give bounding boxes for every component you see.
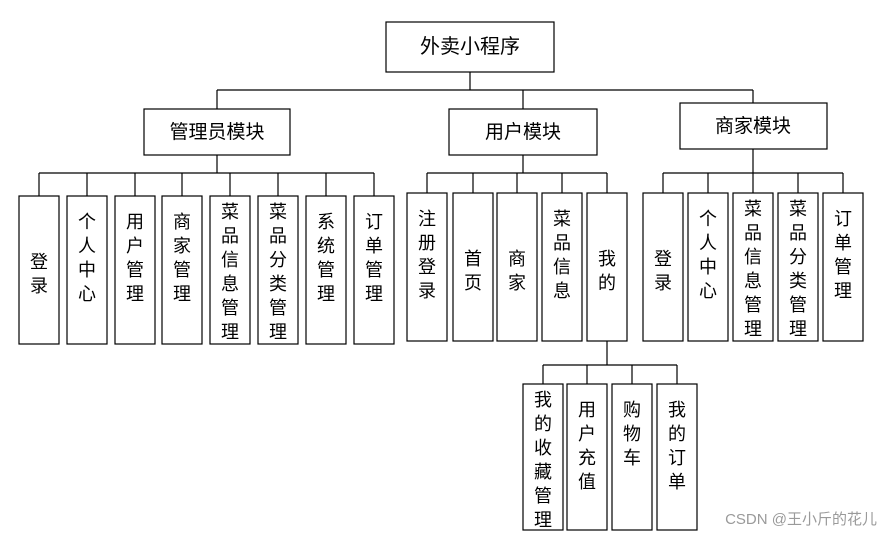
leaf-admin-0-label: 登录 [30, 252, 48, 297]
leaf-merchant-0: 登录 [642, 192, 684, 342]
root-node: 外卖小程序 [385, 21, 555, 73]
leaf-admin-7: 订单管理 [353, 195, 395, 345]
leaf-merchant-3: 菜品分类管理 [777, 192, 819, 342]
leaf-admin-6: 系统管理 [305, 195, 347, 345]
leaf-mine-3: 我的订单 [656, 383, 698, 531]
leaf-nodes: 登录 个人中心 用户管理 商家管理 菜品信息管理 菜品分类管理 系统管理 订单管理 注册登录 首页… [18, 192, 864, 531]
module-label-user: 用户模块 [485, 121, 561, 143]
leaf-user-3: 菜品信息 [541, 192, 583, 342]
leaf-mine-1-label: 用户充值 [578, 400, 596, 493]
leaf-mine-2: 购物车 [611, 383, 653, 531]
leaf-user-1: 首页 [452, 192, 494, 342]
leaf-admin-5-label: 菜品分类管理 [269, 202, 287, 343]
leaf-admin-1: 个人中心 [66, 195, 108, 345]
leaf-admin-4-label: 菜品信息管理 [221, 202, 239, 343]
leaf-merchant-2-label: 菜品信息管理 [744, 199, 762, 340]
leaf-merchant-1: 个人中心 [687, 192, 729, 342]
leaf-user-4: 我的 [586, 192, 628, 342]
leaf-admin-2-label: 用户管理 [126, 212, 144, 305]
leaf-user-3-label: 菜品信息 [553, 209, 571, 302]
leaf-admin-4: 菜品信息管理 [209, 195, 251, 345]
leaf-merchant-4: 订单管理 [822, 192, 864, 342]
leaf-merchant-1-label: 个人中心 [699, 209, 717, 302]
leaf-admin-2: 用户管理 [114, 195, 156, 345]
leaf-user-2: 商家 [496, 192, 538, 342]
leaf-user-0-label: 注册登录 [418, 209, 436, 302]
diagram-nodes: 外卖小程序 管理员模块 用户模块 商家模块 登录 个人中心 用户管理 商家管理 菜品信息… [18, 21, 864, 531]
leaf-merchant-4-label: 订单管理 [834, 209, 852, 302]
leaf-admin-3: 商家管理 [161, 195, 203, 345]
leaf-mine-3-label: 我的订单 [668, 400, 686, 493]
leaf-mine-2-label: 购物车 [623, 400, 641, 469]
leaf-mine-0-label: 我的收藏管理 [534, 390, 552, 531]
leaf-user-0: 注册登录 [406, 192, 448, 342]
module-label-admin: 管理员模块 [169, 121, 264, 143]
module-node-user: 用户模块 [448, 108, 598, 156]
leaf-user-1-label: 首页 [464, 249, 482, 294]
leaf-admin-6-label: 系统管理 [317, 212, 335, 305]
module-node-admin: 管理员模块 [143, 108, 291, 156]
leaf-admin-0: 登录 [18, 195, 60, 345]
leaf-user-2-label: 商家 [508, 249, 526, 294]
root-label: 外卖小程序 [420, 34, 520, 58]
module-node-merchant: 商家模块 [679, 102, 828, 150]
connector-lines [38, 72, 844, 384]
watermark: CSDN @王小斤的花儿 [725, 511, 877, 528]
module-label-merchant: 商家模块 [715, 115, 791, 137]
leaf-admin-3-label: 商家管理 [173, 212, 191, 305]
leaf-admin-5: 菜品分类管理 [257, 195, 299, 345]
leaf-merchant-2: 菜品信息管理 [732, 192, 774, 342]
leaf-mine-1: 用户充值 [566, 383, 608, 531]
leaf-merchant-3-label: 菜品分类管理 [789, 199, 807, 340]
leaf-user-4-label: 我的 [598, 249, 616, 294]
leaf-admin-1-label: 个人中心 [78, 212, 96, 305]
leaf-merchant-0-label: 登录 [654, 249, 672, 294]
leaf-admin-7-label: 订单管理 [365, 212, 383, 305]
leaf-mine-0: 我的收藏管理 [522, 383, 564, 531]
